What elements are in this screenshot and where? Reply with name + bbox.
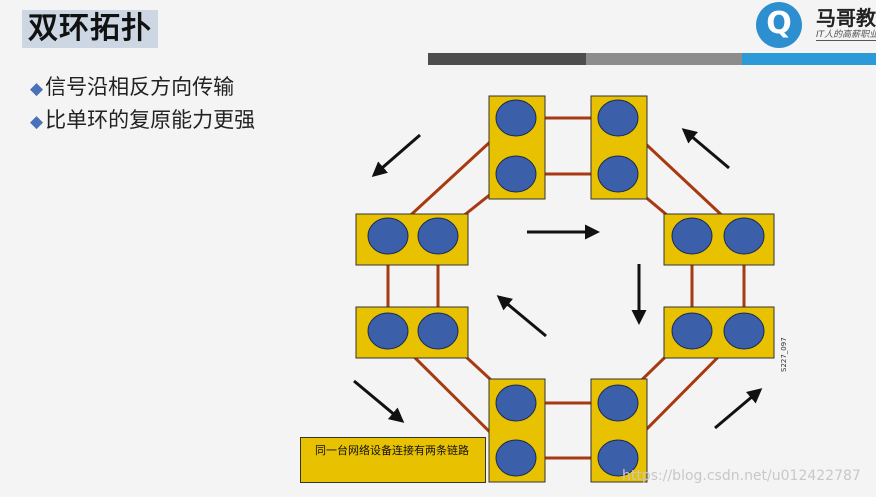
diagram-caption: 同一台网络设备连接有两条链路 bbox=[300, 437, 486, 483]
device-right-upper bbox=[663, 213, 775, 266]
header-bar-blue bbox=[742, 53, 876, 65]
watermark: https://blog.csdn.net/u012422787 bbox=[622, 468, 861, 484]
device-left-lower bbox=[355, 306, 469, 359]
slide-title: 双环拓扑 bbox=[22, 10, 158, 48]
device-bottom-left bbox=[488, 378, 546, 483]
device-bottom-right bbox=[590, 378, 648, 483]
device-top-right bbox=[590, 95, 648, 200]
arrow-outer-top-right-icon bbox=[681, 128, 730, 170]
diamond-bullet-icon: ◆ bbox=[30, 79, 44, 99]
device-top-left bbox=[488, 95, 546, 200]
arrow-outer-top-left-icon bbox=[371, 133, 421, 177]
direction-arrows bbox=[353, 128, 763, 430]
arrow-inner-up-left-icon bbox=[496, 295, 547, 338]
bullet-list: ◆信号沿相反方向传输 ◆比单环的复原能力更强 bbox=[30, 72, 255, 138]
logo-slogan: IT人的高薪职业学院 bbox=[816, 27, 876, 41]
logo-name: 马哥教育 bbox=[816, 6, 876, 30]
header-bar-gray bbox=[586, 53, 742, 65]
logo-icon: Q bbox=[756, 2, 802, 48]
inner-ring-links bbox=[436, 172, 694, 405]
arrow-outer-bottom-right-icon bbox=[714, 388, 763, 430]
bullet-item: ◆比单环的复原能力更强 bbox=[30, 108, 256, 132]
arrow-outer-bottom-left-icon bbox=[353, 379, 405, 423]
header-bar-dark bbox=[428, 53, 586, 65]
bullet-item: ◆信号沿相反方向传输 bbox=[30, 75, 235, 99]
device-right-lower bbox=[663, 306, 775, 359]
diamond-bullet-icon: ◆ bbox=[30, 112, 44, 132]
figure-code: S227_097 bbox=[780, 337, 788, 372]
device-left-upper bbox=[355, 213, 469, 266]
